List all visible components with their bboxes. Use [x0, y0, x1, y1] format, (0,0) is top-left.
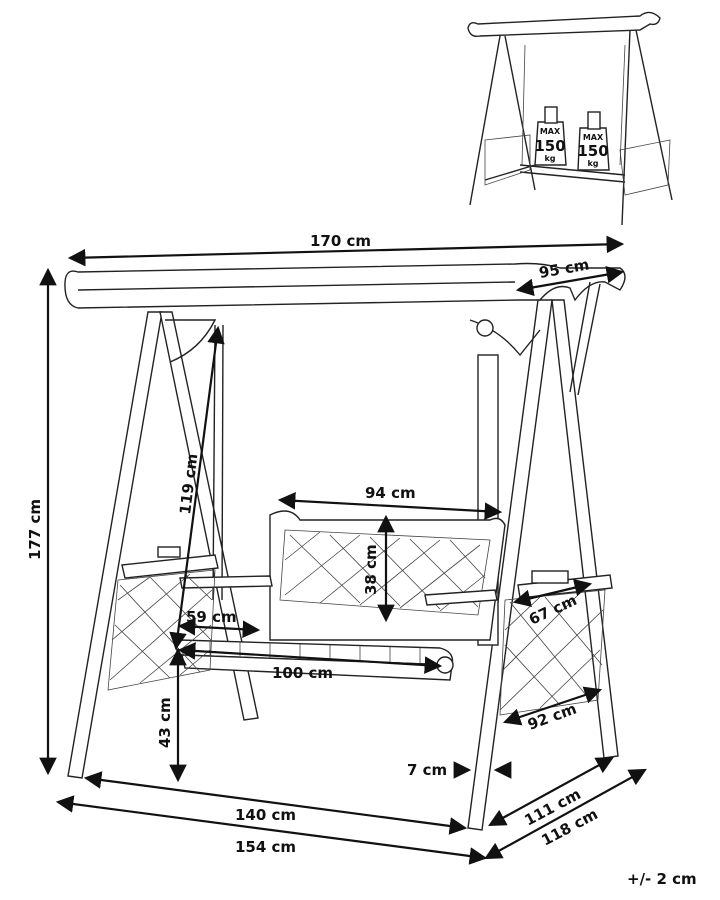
label-backrest-width: 94 cm: [365, 484, 416, 502]
weight-value: 150: [534, 137, 565, 155]
label-leg-thickness: 7 cm: [407, 761, 447, 779]
label-seat-height: 43 cm: [156, 697, 174, 748]
label-chain-length: 119 cm: [176, 453, 201, 516]
dimension-lines: [39, 235, 647, 865]
weight-unit: kg: [587, 159, 598, 168]
label-side-table-length: 92 cm: [525, 700, 579, 734]
weight-icon-2: MAX 150 kg: [577, 111, 610, 171]
weight-value: 150: [577, 142, 608, 160]
label-inner-base-width: 140 cm: [235, 806, 296, 824]
label-total-width: 170 cm: [310, 232, 371, 250]
swing-drawing: [64, 262, 626, 831]
tolerance-note: +/- 2 cm: [627, 870, 697, 888]
label-backrest-height: 38 cm: [362, 544, 380, 595]
label-total-height: 177 cm: [26, 499, 44, 560]
thumbnail-swing-with-weights: MAX 150 kg MAX 150 kg: [467, 11, 673, 226]
label-seat-depth: 59 cm: [186, 608, 237, 626]
weight-max-label: MAX: [540, 127, 561, 136]
weight-icon-1: MAX 150 kg: [534, 106, 567, 166]
label-outer-base-width: 154 cm: [235, 838, 296, 856]
weight-max-label: MAX: [583, 133, 604, 142]
label-seat-width: 100 cm: [272, 664, 333, 682]
weight-unit: kg: [544, 154, 555, 163]
